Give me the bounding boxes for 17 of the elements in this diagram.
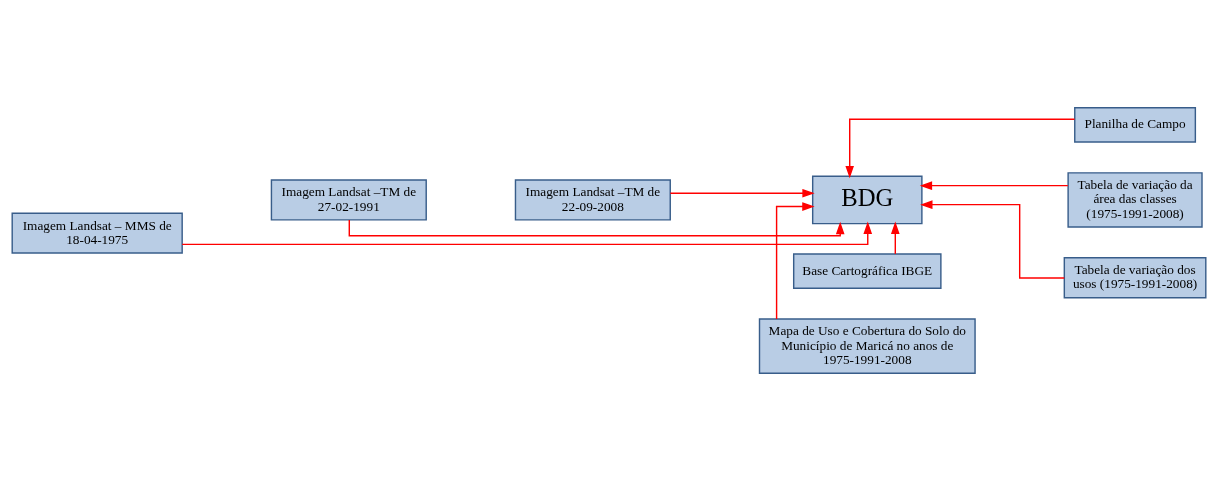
- node-box: Imagem Landsat –TM de 27-02-1991: [270, 178, 427, 221]
- arrow: [669, 188, 815, 198]
- arrow: [775, 201, 815, 320]
- arrow: [348, 218, 845, 236]
- node-box: Tabela de variação da área das classes (1975-1991-2008): [1067, 171, 1203, 228]
- node-box: Tabela de variação dos usos (1975-1991-2008): [1063, 256, 1207, 298]
- arrow: [181, 221, 873, 245]
- arrow: [890, 221, 900, 255]
- arrow: [845, 118, 1076, 178]
- node-box: Imagem Landsat –TM de 22-09-2008: [514, 178, 671, 221]
- node-box: Imagem Landsat – MMS de 18-04-1975: [11, 212, 183, 254]
- arrow: [920, 199, 1065, 279]
- node-box: Base Cartográfica IBGE: [793, 252, 942, 289]
- node-box: Mapa de Uso e Cobertura do Solo do Município de Maricá no anos de 1975-1991-2008: [758, 317, 976, 374]
- arrow: [919, 180, 1069, 190]
- node-box: Planilha de Campo: [1074, 106, 1197, 143]
- node-box: BDG: [811, 174, 923, 224]
